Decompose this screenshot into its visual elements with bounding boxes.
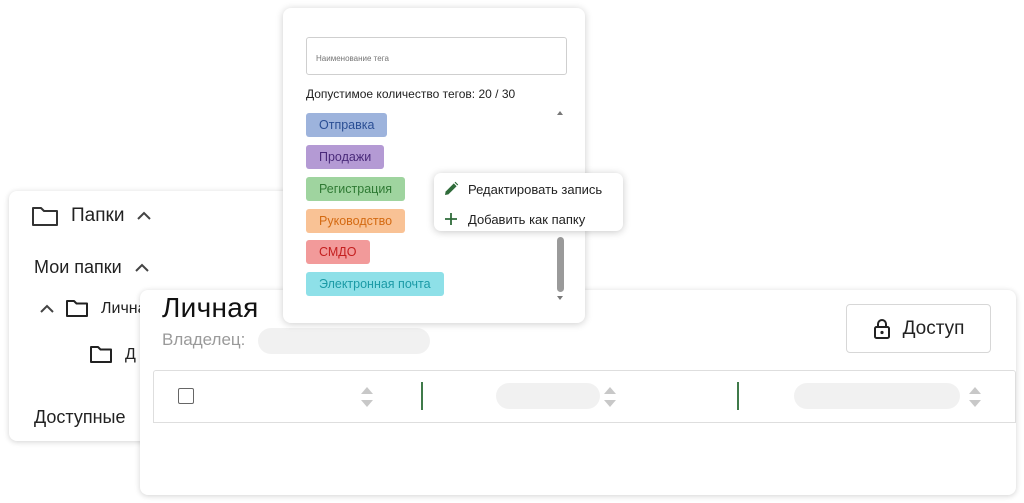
tag-chip-label: Продажи (319, 150, 372, 164)
pencil-icon (443, 181, 459, 197)
column-header-skeleton (794, 383, 960, 409)
access-button-label: Доступ (902, 317, 965, 339)
tag-chip-label: Электронная почта (319, 277, 431, 291)
menu-item-add-folder[interactable]: Добавить как папку (443, 208, 585, 230)
table-header (153, 370, 1016, 423)
folder-icon (65, 299, 89, 318)
scroll-down-arrow[interactable] (555, 294, 565, 302)
access-button[interactable]: Доступ (846, 304, 991, 353)
tag-chip-label: Регистрация (319, 182, 393, 196)
column-header-skeleton (496, 383, 600, 409)
menu-item-edit[interactable]: Редактировать запись (443, 178, 602, 200)
scrollbar-thumb[interactable] (557, 237, 564, 292)
scroll-up-arrow[interactable] (555, 109, 565, 117)
tag-chip-label: Отправка (319, 118, 375, 132)
tag-count: Допустимое количество тегов: 20 / 30 (306, 87, 516, 101)
tag-chip[interactable]: Продажи (306, 145, 385, 169)
chevron-up-icon[interactable] (134, 263, 150, 273)
owner-label: Владелец: (162, 330, 246, 349)
page-title: Личная (162, 292, 259, 323)
available-folders-header[interactable]: Доступные (34, 407, 126, 428)
sort-icon[interactable] (360, 384, 374, 410)
menu-item-label: Добавить как папку (468, 211, 586, 227)
chevron-up-icon[interactable] (39, 304, 55, 314)
plus-icon (443, 211, 459, 227)
tag-chip[interactable]: Электронная почта (306, 272, 444, 296)
tag-chip[interactable]: Отправка (306, 113, 388, 137)
tag-popup: Допустимое количество тегов: 20 / 30 Отп… (283, 8, 585, 323)
my-folders-label: Мои папки (34, 257, 122, 277)
column-resize-handle[interactable] (421, 382, 423, 410)
tag-chip[interactable]: СМДО (306, 240, 370, 264)
chevron-up-icon[interactable] (136, 211, 152, 221)
folder-icon (31, 205, 59, 227)
menu-item-label: Редактировать запись (468, 181, 603, 197)
folder-icon (89, 345, 113, 364)
available-folders-label: Доступные (34, 407, 126, 427)
my-folders-header[interactable]: Мои папки (34, 257, 150, 278)
folder-item-label: Д (125, 345, 136, 363)
owner-value-skeleton (258, 328, 430, 354)
context-menu: Редактировать запись Добавить как папку (434, 173, 623, 231)
sort-icon[interactable] (603, 384, 617, 410)
tag-chip-label: Руководство (319, 214, 393, 228)
column-resize-handle[interactable] (737, 382, 739, 410)
main-panel: Личная Владелец: Доступ (140, 290, 1016, 495)
tag-chip[interactable]: Регистрация (306, 177, 406, 201)
lock-icon (873, 318, 891, 340)
folder-item-personal[interactable]: Личная (39, 299, 155, 318)
tag-chip[interactable]: Руководство (306, 209, 406, 233)
folder-item-sub[interactable]: Д (89, 345, 136, 364)
tag-chip-label: СМДО (319, 245, 357, 259)
sort-icon[interactable] (968, 384, 982, 410)
folders-header[interactable]: Папки (31, 205, 152, 227)
folders-title: Папки (71, 205, 125, 226)
tag-name-input[interactable] (306, 37, 567, 75)
select-all-checkbox[interactable] (178, 388, 194, 404)
